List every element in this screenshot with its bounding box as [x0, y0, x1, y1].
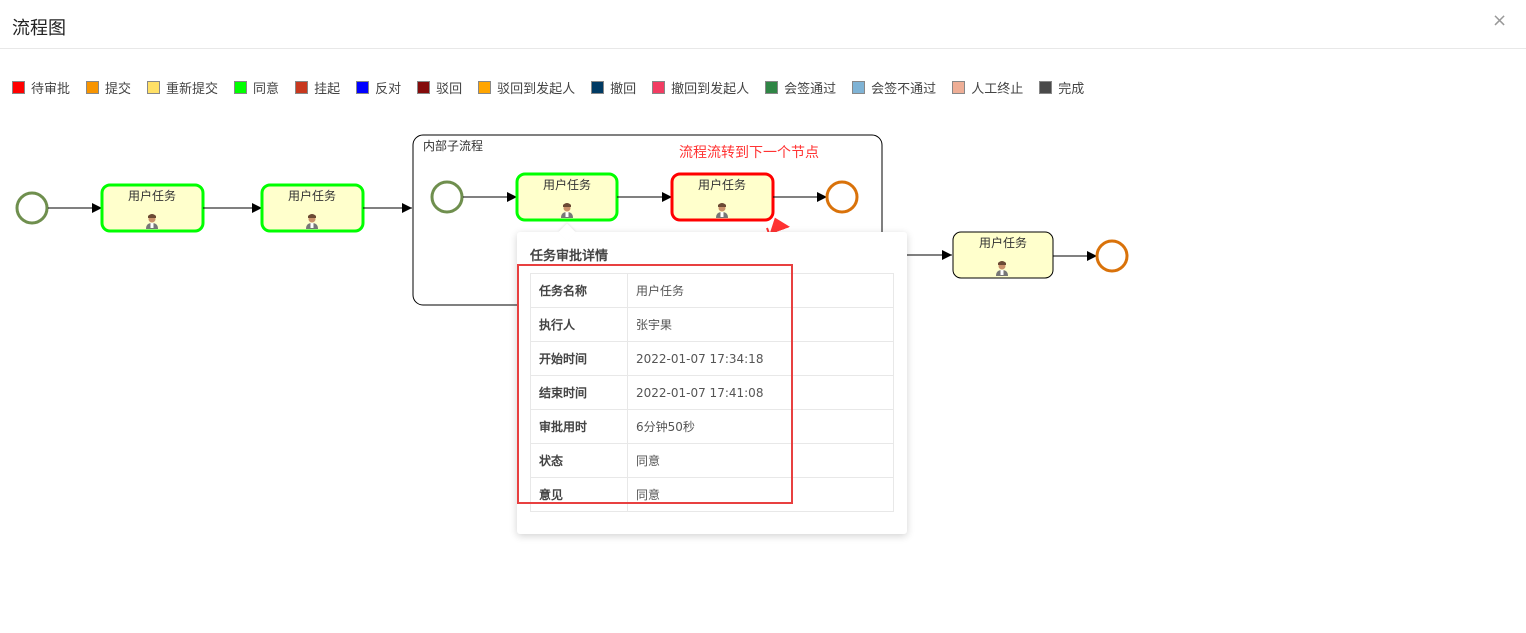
task-label: 用户任务 [543, 177, 591, 192]
legend-swatch [1039, 81, 1053, 94]
legend-swatch [356, 81, 370, 94]
legend-label: 人工终止 [971, 82, 1024, 97]
legend-item: 驳回到发起人 [478, 78, 575, 97]
legend-swatch [765, 81, 779, 94]
legend-label: 会签通过 [784, 82, 837, 97]
legend-swatch [852, 81, 866, 94]
sub-start-event[interactable] [430, 180, 464, 214]
legend-label: 会签不通过 [871, 82, 937, 97]
user-task-1[interactable]: 用户任务 [100, 183, 205, 233]
legend-label: 驳回 [436, 82, 463, 97]
legend-swatch [417, 81, 431, 94]
row-value: 用户任务 [627, 273, 894, 308]
legend-item: 驳回 [417, 78, 462, 97]
legend-label: 驳回到发起人 [497, 82, 576, 97]
legend-item: 撤回到发起人 [652, 78, 749, 97]
row-value: 2022-01-07 17:41:08 [627, 375, 894, 410]
subprocess-label: 内部子流程 [423, 138, 483, 153]
task-label: 用户任务 [698, 177, 746, 192]
row-key: 状态 [530, 443, 628, 478]
row-key: 审批用时 [530, 409, 628, 444]
task-label: 用户任务 [979, 235, 1027, 250]
legend-item: 提交 [86, 78, 131, 97]
row-value: 6分钟50秒 [627, 409, 894, 444]
legend-label: 重新提交 [166, 82, 219, 97]
legend-swatch [234, 81, 248, 94]
legend-label: 挂起 [314, 82, 341, 97]
legend-swatch [591, 81, 605, 94]
legend-label: 同意 [253, 82, 280, 97]
legend-item: 待审批 [12, 78, 70, 97]
user-task-5[interactable]: 用户任务 [952, 231, 1054, 279]
legend-item: 会签通过 [765, 78, 836, 97]
legend-item: 会签不通过 [852, 78, 936, 97]
legend-item: 完成 [1039, 78, 1084, 97]
end-event[interactable] [1095, 239, 1129, 273]
table-row: 状态同意 [530, 443, 894, 478]
row-key: 任务名称 [530, 273, 628, 308]
legend-item: 撤回 [591, 78, 636, 97]
sub-end-event[interactable] [825, 180, 859, 214]
legend-swatch [478, 81, 492, 94]
legend-swatch [12, 81, 25, 94]
popover-title: 任务审批详情 [530, 249, 609, 264]
legend-item: 同意 [234, 78, 279, 97]
table-row: 任务名称用户任务 [530, 273, 894, 308]
legend-label: 待审批 [31, 82, 71, 97]
row-value: 2022-01-07 17:34:18 [627, 341, 894, 376]
row-value: 同意 [627, 443, 894, 478]
legend-item: 反对 [356, 78, 401, 97]
row-key: 意见 [530, 477, 628, 512]
table-row: 执行人张宇果 [530, 307, 894, 342]
close-icon[interactable]: × [1492, 10, 1508, 31]
legend-item: 重新提交 [147, 78, 218, 97]
row-value: 同意 [627, 477, 894, 512]
status-legend: 待审批 提交 重新提交 同意 挂起 反对 驳回 驳回到发起人 撤回 撤回到发起人 会签通过 会签不通过… [12, 78, 1100, 97]
row-key: 结束时间 [530, 375, 628, 410]
legend-swatch [147, 81, 161, 94]
legend-swatch [86, 81, 100, 94]
legend-label: 撤回 [610, 82, 637, 97]
legend-swatch [952, 81, 966, 94]
dialog-title: 流程图 [12, 18, 66, 39]
legend-label: 提交 [105, 82, 132, 97]
row-key: 执行人 [530, 307, 628, 342]
legend-label: 完成 [1058, 82, 1085, 97]
table-row: 意见同意 [530, 477, 894, 512]
annotation-text: 流程流转到下一个节点 [679, 145, 819, 161]
dialog-header: 流程图 × [0, 0, 1526, 49]
row-key: 开始时间 [530, 341, 628, 376]
start-event[interactable] [15, 191, 49, 225]
legend-label: 撤回到发起人 [671, 82, 750, 97]
row-value: 张宇果 [627, 307, 894, 342]
legend-item: 人工终止 [952, 78, 1023, 97]
legend-swatch [295, 81, 309, 94]
task-label: 用户任务 [288, 188, 336, 203]
user-task-3[interactable]: 用户任务 [515, 172, 619, 222]
legend-swatch [652, 81, 666, 94]
task-label: 用户任务 [128, 188, 176, 203]
legend-label: 反对 [375, 82, 402, 97]
user-task-4-pending[interactable]: 用户任务 [670, 172, 775, 222]
user-task-2[interactable]: 用户任务 [260, 183, 365, 233]
legend-item: 挂起 [295, 78, 340, 97]
